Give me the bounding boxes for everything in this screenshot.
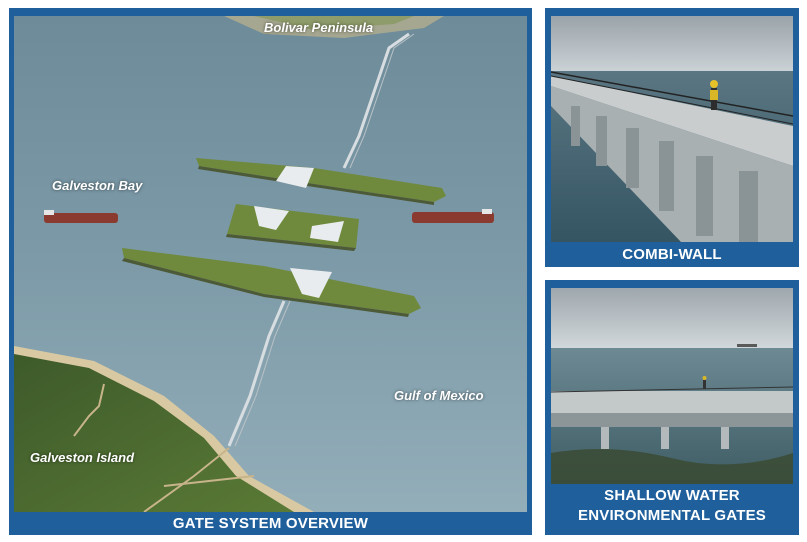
gate-system-aerial-image: Bolivar Peninsula Galveston Bay Gulf of … [14,16,527,512]
shallow-water-caption-line2: ENVIRONMENTAL GATES [578,507,766,524]
gate-system-overview-panel: Bolivar Peninsula Galveston Bay Gulf of … [9,8,532,535]
combi-wall-image [551,16,793,242]
combi-wall-caption: COMBI-WALL [622,246,722,263]
combi-wall-panel: COMBI-WALL [545,8,799,267]
shallow-water-gates-image [551,288,793,484]
shallow-water-caption-line1: SHALLOW WATER [604,487,740,504]
shallow-water-gates-panel: SHALLOW WATER ENVIRONMENTAL GATES [545,280,799,535]
label-gulf-of-mexico: Gulf of Mexico [394,388,484,403]
label-bolivar-peninsula: Bolivar Peninsula [264,20,374,35]
label-galveston-bay: Galveston Bay [52,178,143,193]
label-galveston-island: Galveston Island [30,450,135,465]
shallow-water-caption: SHALLOW WATER ENVIRONMENTAL GATES [545,486,799,533]
gate-system-overview-caption: GATE SYSTEM OVERVIEW [172,515,369,532]
